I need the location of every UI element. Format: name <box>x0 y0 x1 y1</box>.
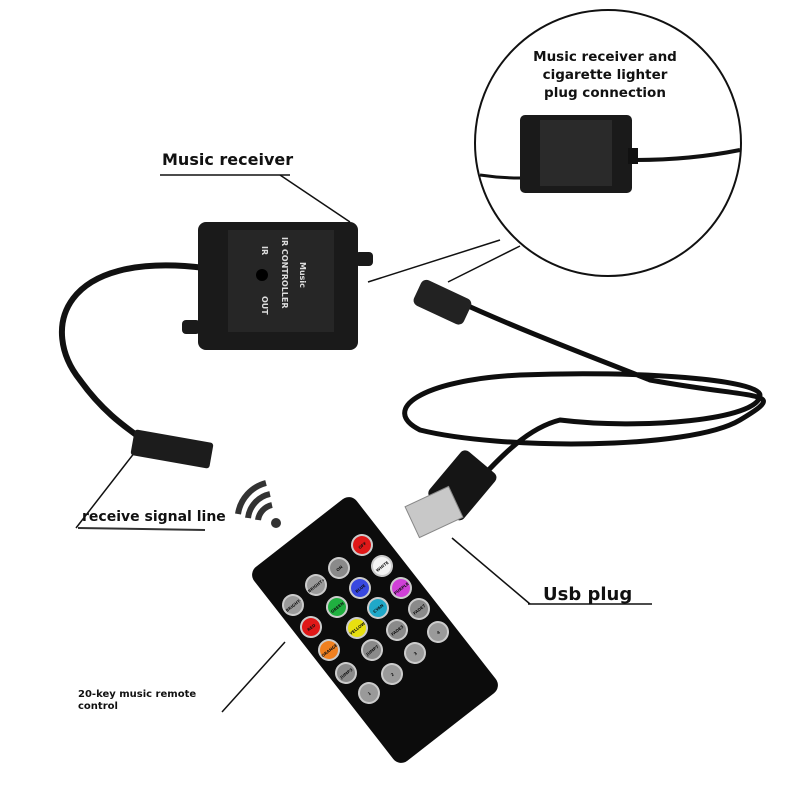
leader-line-usb <box>451 537 531 605</box>
usb-connector <box>404 450 497 539</box>
label-remote-line: 20-key music remote <box>78 689 197 700</box>
receiver-print-title: IR CONTROLLER <box>280 237 289 309</box>
label-usb-plug: Usb plug <box>543 584 633 605</box>
connector-plug <box>130 429 214 469</box>
leader-line-remote <box>221 641 286 713</box>
label-connection: Music receiver and cigarette lighter plu… <box>520 48 690 102</box>
leader-line-signal <box>75 451 136 529</box>
leader-line-connection <box>367 239 501 283</box>
leader-line-receiver <box>279 174 351 223</box>
label-connection-line: plug connection <box>544 85 666 101</box>
underline-signal <box>77 527 206 531</box>
music-receiver-box: IR CONTROLLER IR OUT Music <box>182 222 373 350</box>
detail-receiver <box>479 115 741 193</box>
receiver-cable <box>58 262 206 448</box>
label-music-receiver: Music receiver <box>162 150 294 169</box>
usb-cable <box>402 297 766 502</box>
label-receive-signal: receive signal line <box>82 509 226 525</box>
wireless-signal-icon <box>235 480 281 528</box>
receiver-print-out: OUT <box>260 296 269 315</box>
label-connection-line: Music receiver and <box>533 49 677 65</box>
receiver-print-brand: Music <box>298 262 307 288</box>
dc-plug <box>413 279 472 325</box>
receiver-print-ir: IR <box>260 246 269 255</box>
label-remote-line: control <box>78 701 118 712</box>
label-remote: 20-key music remote control <box>78 689 196 713</box>
leader-line-connection-2 <box>447 245 521 283</box>
remote-body <box>252 497 498 763</box>
label-connection-line: cigarette lighter <box>542 67 668 83</box>
